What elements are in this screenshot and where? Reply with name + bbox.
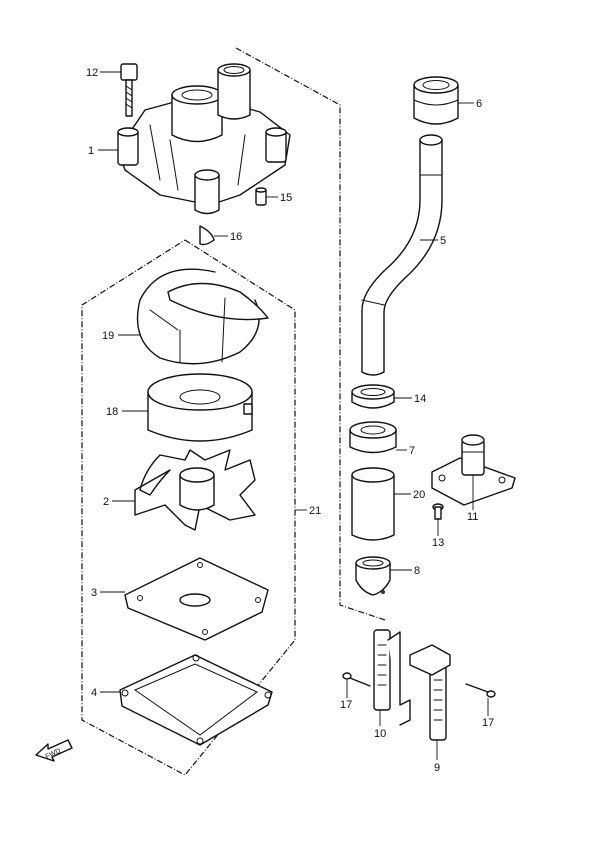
assembly-boundary xyxy=(235,47,386,621)
callout-20: 20 xyxy=(413,489,425,501)
part-11-joint xyxy=(431,434,516,506)
part-3-plate xyxy=(124,557,269,641)
part-16-key xyxy=(199,225,215,246)
callout-12: 12 xyxy=(86,67,98,79)
part-19-liner xyxy=(136,268,269,365)
callout-16: 16 xyxy=(230,231,242,243)
callout-10: 10 xyxy=(374,728,386,740)
part-14-seal xyxy=(351,384,395,409)
callout-1: 1 xyxy=(88,145,94,157)
kit-boundary xyxy=(81,239,296,776)
part-1-pump-case xyxy=(117,63,291,215)
part-4-gasket xyxy=(119,654,273,746)
callout-2: 2 xyxy=(103,496,109,508)
callout-19: 19 xyxy=(102,330,114,342)
callout-8: 8 xyxy=(414,565,420,577)
part-9-bracket xyxy=(409,644,451,741)
part-8-bushing xyxy=(355,556,391,596)
part-18-insert xyxy=(147,373,253,442)
part-15-pin xyxy=(255,187,267,206)
callout-17-right: 17 xyxy=(482,717,494,729)
part-12-bolt xyxy=(120,63,138,117)
callout-17-left: 17 xyxy=(340,699,352,711)
callout-5: 5 xyxy=(440,235,446,247)
part-6-grommet xyxy=(413,76,459,125)
part-10-bracket xyxy=(373,629,411,726)
fwd-arrow-icon xyxy=(35,739,73,762)
part-13-screw xyxy=(432,503,444,520)
callout-14: 14 xyxy=(414,393,426,405)
part-17-screw-right xyxy=(465,683,496,698)
callout-9: 9 xyxy=(434,762,440,774)
part-5-water-tube xyxy=(361,134,443,376)
part-7-bushing xyxy=(349,421,397,454)
part-2-impeller xyxy=(134,449,256,531)
callout-13: 13 xyxy=(432,537,444,549)
callout-21: 21 xyxy=(309,505,321,517)
part-20-sleeve xyxy=(351,467,395,541)
part-17-screw-left xyxy=(342,672,371,687)
callout-18: 18 xyxy=(106,406,118,418)
callout-4: 4 xyxy=(91,687,97,699)
callout-6: 6 xyxy=(476,98,482,110)
callout-15: 15 xyxy=(280,192,292,204)
callout-3: 3 xyxy=(91,587,97,599)
callout-7: 7 xyxy=(409,445,415,457)
callout-11: 11 xyxy=(467,511,478,523)
